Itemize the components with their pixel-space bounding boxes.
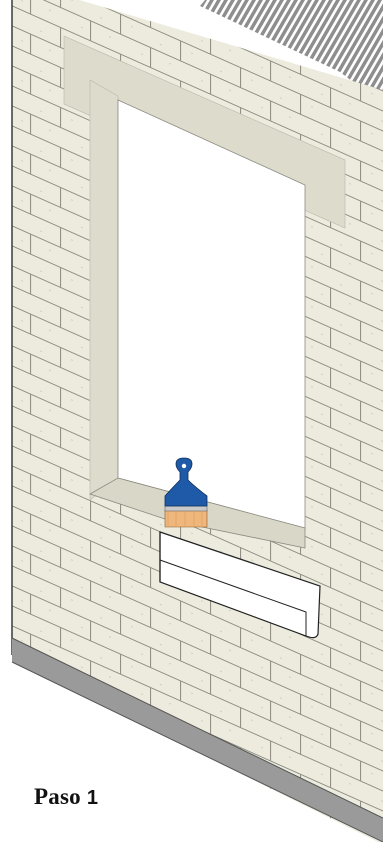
putty-knife-icon bbox=[164, 457, 208, 528]
roof-vent-strip bbox=[200, 0, 383, 105]
step-number: 1 bbox=[86, 787, 99, 809]
step-word: Paso bbox=[34, 784, 81, 809]
sill-tray bbox=[159, 531, 321, 639]
window-left-jamb bbox=[89, 79, 119, 501]
floor-track bbox=[11, 637, 383, 842]
